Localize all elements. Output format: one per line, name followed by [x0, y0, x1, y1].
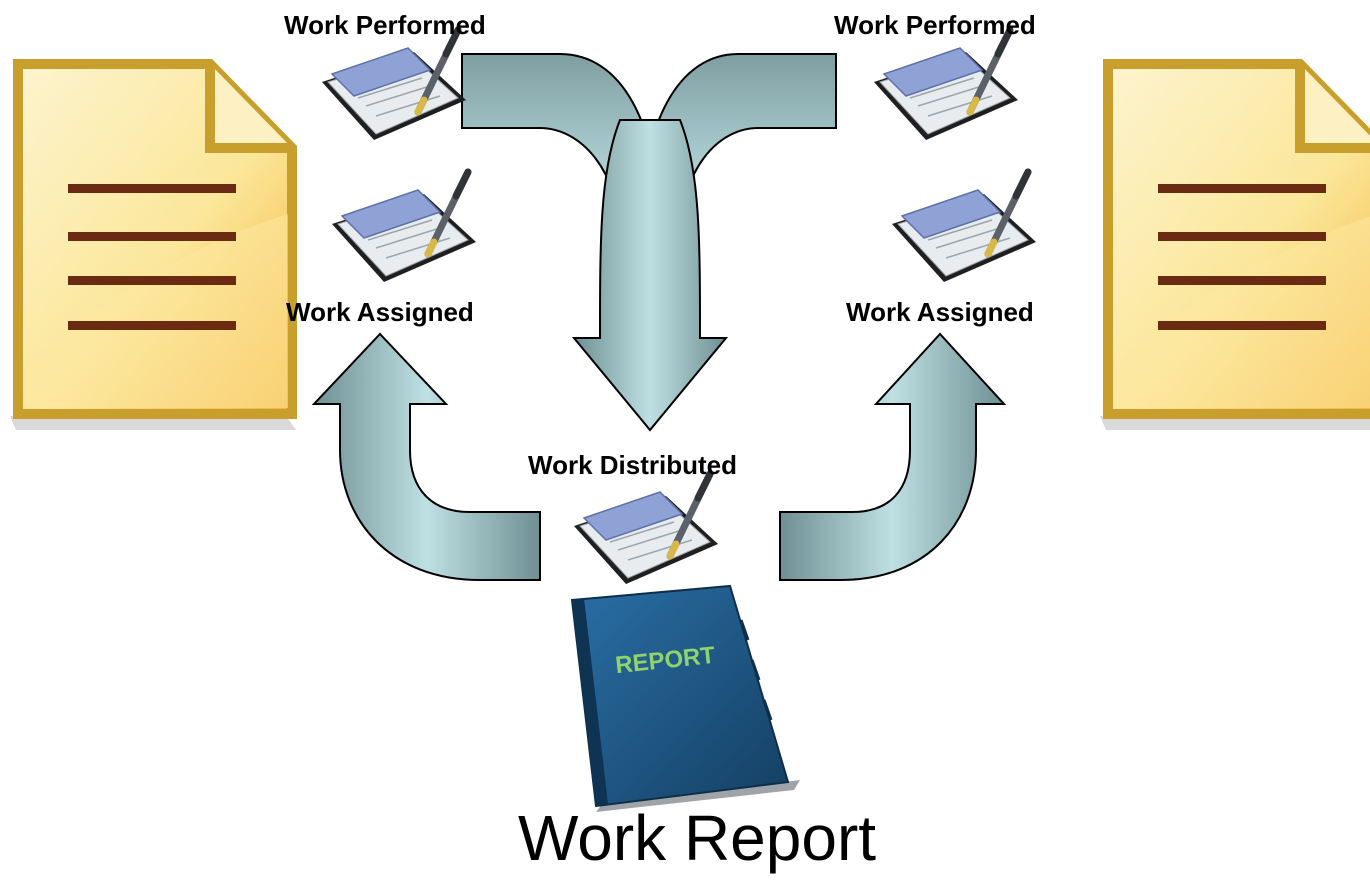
right-up-arrow: [779, 332, 1007, 581]
checkbook-pen-icon-right-top: [874, 30, 1018, 140]
checkbook-pen-icon-left-top: [322, 30, 466, 140]
label-left-work-assigned: Work Assigned: [286, 297, 474, 327]
document-icon-right: [1100, 64, 1370, 430]
report-book-icon: REPORT: [570, 584, 800, 812]
left-up-arrow: [311, 332, 541, 581]
label-left-work-performed: Work Performed: [284, 10, 486, 40]
checkbook-pen-icon-right-bottom: [892, 172, 1036, 282]
label-work-distributed: Work Distributed: [528, 450, 737, 480]
label-right-work-assigned: Work Assigned: [846, 297, 1034, 327]
label-right-work-performed: Work Performed: [834, 10, 1036, 40]
page-title: Work Report: [518, 802, 877, 874]
document-icon-left: [10, 64, 296, 430]
merge-arrow: [461, 53, 837, 432]
checkbook-pen-icon-left-bottom: [332, 172, 476, 282]
checkbook-pen-icon-center: [574, 474, 718, 584]
